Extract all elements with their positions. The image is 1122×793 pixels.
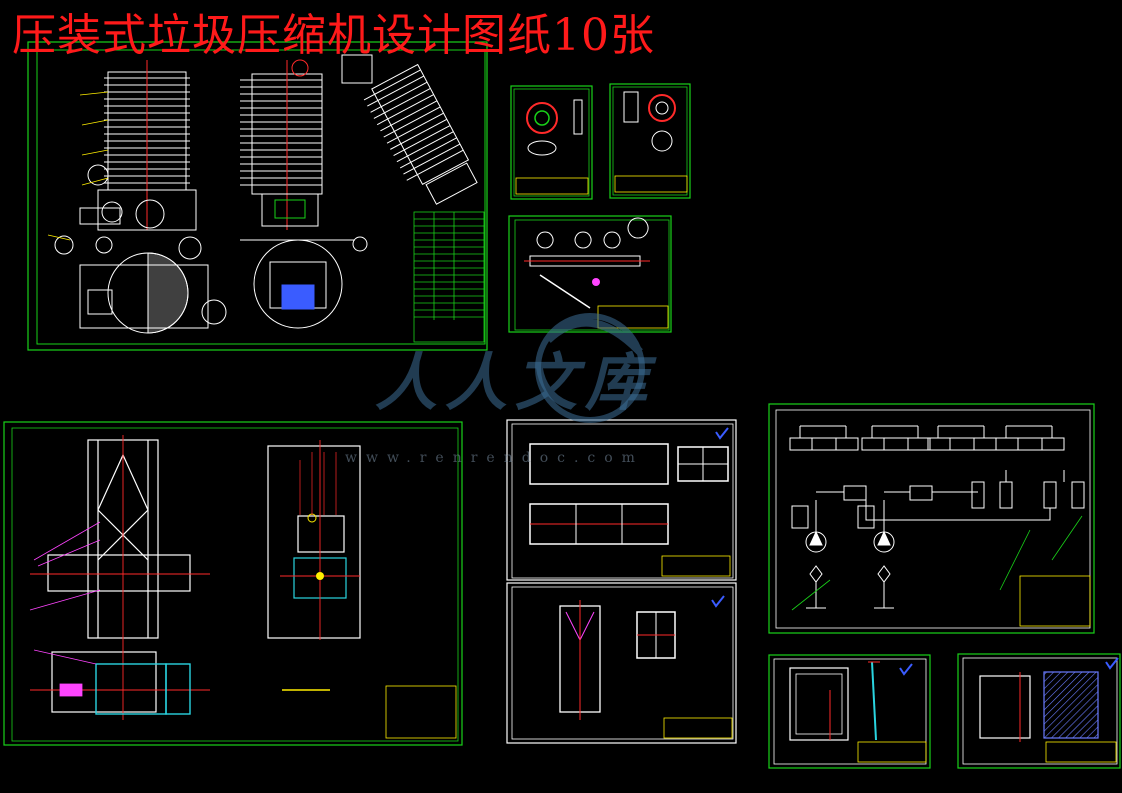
sheet-5-frame[interactable] — [3, 421, 463, 746]
sheet-6-plate[interactable] — [506, 419, 737, 581]
page-title: 压装式垃圾压缩机设计图纸10张 — [12, 10, 655, 61]
sheet-7-guide[interactable] — [506, 582, 737, 744]
watermark-url: www.renrendoc.com — [345, 450, 644, 466]
sheet-4-shaft[interactable] — [508, 215, 672, 333]
sheet-2-part[interactable] — [510, 85, 593, 200]
check-mark-icons — [711, 427, 1119, 676]
sheet-9-cover[interactable] — [768, 654, 931, 769]
sheet-1-assembly[interactable] — [27, 41, 488, 351]
sheet-10-panel[interactable] — [957, 653, 1121, 769]
watermark-logo-text: 人人文库 — [375, 346, 656, 419]
sheet-3-part[interactable] — [609, 83, 691, 199]
watermark-logo-icon — [535, 313, 645, 423]
sheet-8-hydraulic[interactable] — [768, 403, 1095, 634]
